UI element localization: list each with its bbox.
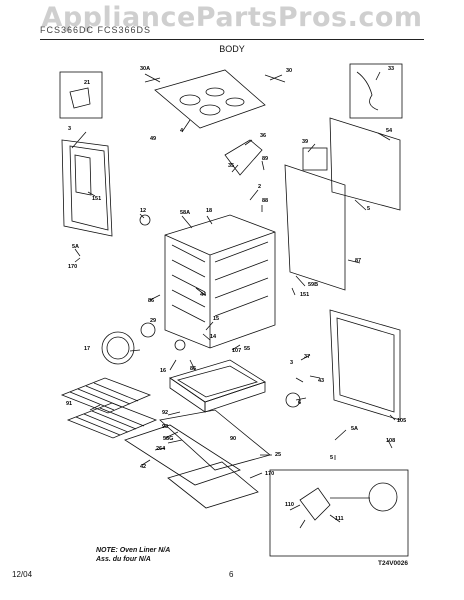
callout-170: 170	[265, 471, 274, 477]
side-panel	[329, 309, 401, 421]
callout-5: 5	[330, 455, 333, 461]
callout-39: 39	[302, 139, 308, 145]
callout-58A: 58A	[180, 210, 190, 216]
callout-5: 5	[367, 206, 370, 212]
section-title: BODY	[219, 44, 245, 54]
callout-33: 33	[388, 66, 394, 72]
footer-date: 12/04	[12, 570, 33, 579]
callout-107: 107	[232, 348, 241, 354]
callout-3: 3	[68, 126, 71, 132]
callout-25: 25	[275, 452, 281, 458]
callout-170: 170	[68, 264, 77, 270]
callout-30A: 30A	[140, 66, 150, 72]
part-29	[140, 322, 156, 338]
callout-111: 111	[335, 516, 344, 522]
callout-93: 93	[162, 424, 168, 430]
broiler-pan	[169, 359, 266, 403]
callout-87: 87	[355, 258, 361, 264]
callout-88: 88	[262, 198, 268, 204]
note: NOTE: Oven Liner N/A Ass. du four N/A	[96, 546, 170, 564]
convection-fan	[101, 331, 135, 365]
callout-151: 151	[92, 196, 101, 202]
callout-35: 35	[228, 163, 234, 169]
oven-racks	[60, 377, 158, 439]
note-line-2: Ass. du four N/A	[96, 556, 151, 563]
callout-16: 16	[160, 368, 166, 374]
wire-harness-39	[356, 71, 379, 111]
model-header: FCS366DC FCS366DS	[40, 25, 152, 35]
callout-90: 90	[230, 436, 236, 442]
top-panel	[154, 69, 266, 129]
callout-59B: 59B	[308, 282, 318, 288]
callout-105: 105	[397, 418, 406, 424]
callout-110: 110	[285, 502, 294, 508]
callout-2: 2	[258, 184, 261, 190]
callout-42: 42	[140, 464, 146, 470]
callout-86: 86	[190, 366, 196, 372]
callout-91: 91	[66, 401, 72, 407]
inset-box-21	[59, 71, 103, 119]
page-number: 6	[229, 570, 234, 579]
callout-29: 29	[150, 318, 156, 324]
diagram-code: T24V0026	[378, 560, 408, 567]
callout-86: 86	[148, 298, 154, 304]
callout-92: 92	[162, 410, 168, 416]
callout-58G: 58G	[163, 436, 173, 442]
callout-264: 264	[156, 446, 166, 452]
callout-5A: 5A	[72, 244, 79, 250]
part-12	[139, 214, 151, 226]
inset-box-fan	[269, 469, 409, 557]
callout-36: 36	[260, 133, 266, 139]
rear-cover-33	[329, 117, 401, 211]
oven-door	[61, 139, 113, 237]
callout-18: 18	[206, 208, 212, 214]
callout-30: 30	[286, 68, 292, 74]
callout-43: 43	[318, 378, 324, 384]
callout-15: 15	[213, 316, 219, 322]
oven-body	[164, 214, 276, 349]
watermark: AppliancePartsPros.com	[41, 2, 423, 33]
callout-44: 44	[200, 292, 207, 298]
bottom-panel	[167, 461, 259, 509]
note-line-1: NOTE: Oven Liner N/A	[96, 547, 171, 554]
callout-151: 151	[300, 292, 309, 298]
callout-12: 12	[140, 208, 146, 214]
header-rule	[40, 39, 424, 40]
duct-36	[224, 139, 263, 176]
part-43	[285, 392, 301, 408]
callout-108: 108	[386, 438, 395, 444]
callout-89: 89	[262, 156, 268, 162]
callout-3: 3	[290, 360, 293, 366]
callout-49: 49	[150, 136, 156, 142]
callout-37: 37	[304, 354, 310, 360]
inset-box-39	[349, 63, 403, 119]
part-21	[69, 87, 91, 109]
callout-55: 55	[244, 346, 250, 352]
callout-17: 17	[84, 346, 90, 352]
back-panel	[284, 164, 346, 291]
callout-21: 21	[84, 80, 90, 86]
callout-6: 6	[298, 400, 301, 406]
callout-54: 54	[386, 128, 393, 134]
drawer	[159, 409, 271, 471]
callout-4: 4	[180, 128, 184, 134]
callout-14: 14	[210, 334, 217, 340]
callout-5A: 5A	[351, 426, 358, 432]
drawer-front	[124, 424, 241, 486]
